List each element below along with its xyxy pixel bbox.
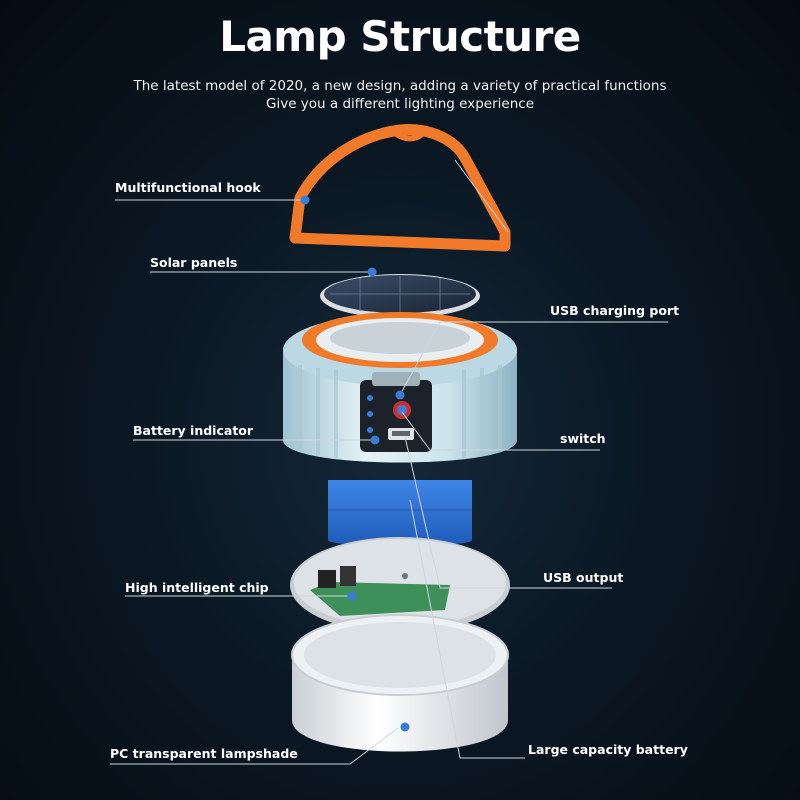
hook-part: [289, 124, 511, 252]
lamp-body-part: [283, 312, 517, 463]
label-battery-indicator: Battery indicator: [133, 423, 254, 438]
lampshade-part: [291, 614, 509, 752]
label-high-intelligent-chip: High intelligent chip: [125, 580, 269, 595]
leader-lines: [110, 159, 668, 765]
marker-dots: [300, 195, 410, 732]
label-usb-output: USB output: [543, 570, 624, 585]
solar-panel-part: [320, 274, 480, 318]
label-usb-charging-port: USB charging port: [550, 303, 680, 318]
label-switch: switch: [560, 431, 606, 446]
label-multifunctional-hook: Multifunctional hook: [115, 180, 261, 195]
label-pc-transparent-lampshade: PC transparent lampshade: [110, 746, 298, 761]
pcb-plate-part: [290, 537, 510, 633]
label-solar-panels: Solar panels: [150, 255, 238, 270]
page-title: Lamp Structure: [219, 12, 581, 61]
battery-block-part: [328, 480, 472, 546]
subtitle-line-1: The latest model of 2020, a new design, …: [133, 78, 667, 94]
label-large-capacity-battery: Large capacity battery: [528, 742, 688, 757]
subtitle-line-2: Give you a different lighting experience: [266, 96, 534, 112]
